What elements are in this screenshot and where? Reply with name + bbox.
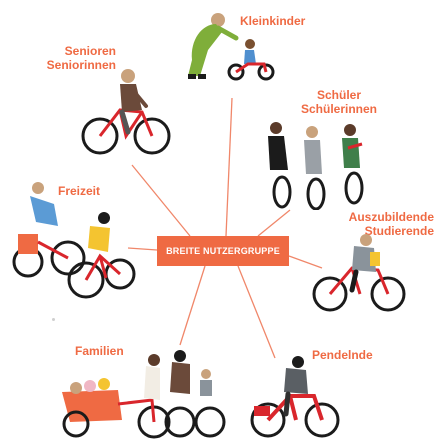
label-auszubildende: Auszubildende Studierende (348, 210, 434, 238)
label-kleinkinder: Kleinkinder (240, 14, 306, 28)
label-freizeit: Freizeit (58, 184, 101, 198)
commuter-cyclist-icon (250, 356, 340, 438)
hub-box: BREITE NUTZERGRUPPE (157, 236, 289, 266)
spoke-pendelnde (237, 265, 276, 359)
label-senioren: Senioren Seniorinnen (46, 44, 116, 72)
pupils-with-bikes-icon (268, 122, 364, 210)
label-schueler: Schüler Schülerinnen (300, 88, 377, 116)
label-pendelnde: Pendelnde (312, 348, 373, 362)
spoke-freizeit (127, 247, 158, 251)
stray-dot (52, 318, 55, 321)
spoke-schueler (257, 209, 291, 237)
senior-cyclist-icon (81, 69, 171, 155)
spoke-kleinkinder (225, 97, 233, 237)
spoke-auszubildende (288, 255, 323, 269)
hub-label: BREITE NUTZERGRUPPE (166, 246, 280, 256)
cargo-bike-family-icon (62, 350, 226, 439)
toddler-with-grandparent-icon (188, 13, 275, 81)
label-familien: Familien (75, 344, 124, 358)
spoke-senioren (131, 164, 191, 237)
spoke-familien (179, 265, 206, 346)
leisure-cyclists-icon (12, 182, 136, 299)
student-cyclist-icon (312, 234, 406, 312)
